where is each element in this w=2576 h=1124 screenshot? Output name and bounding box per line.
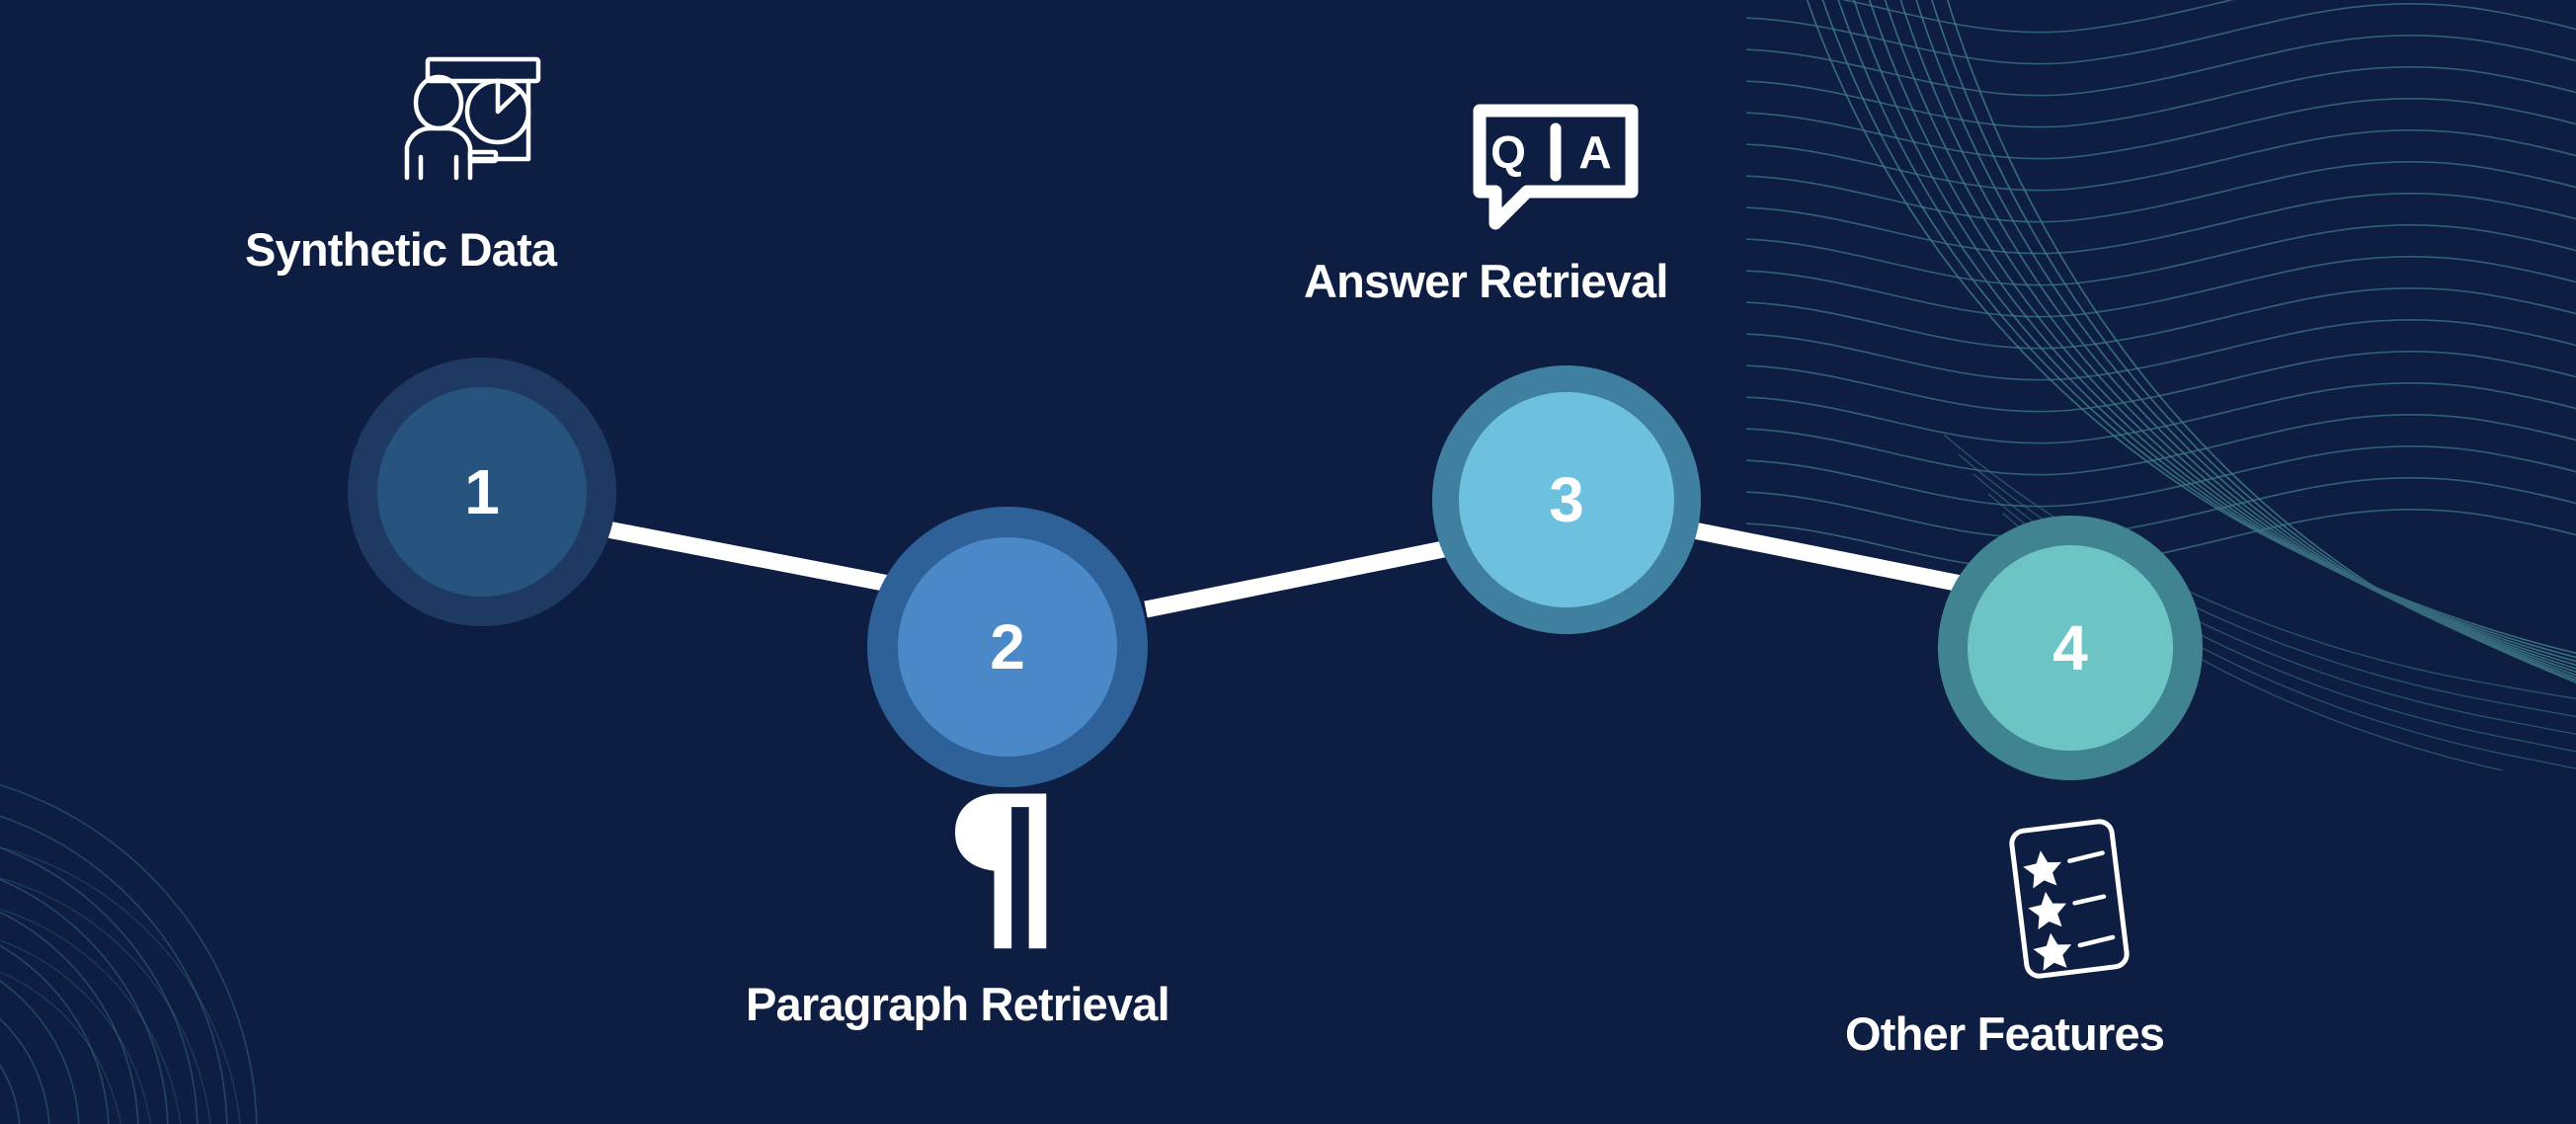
presentation-board-icon [399, 54, 557, 183]
qa-letter-a: A [1578, 126, 1611, 178]
qa-speech-bubble-icon: Q A [1466, 97, 1646, 235]
pilcrow-icon: ¶ [943, 757, 1063, 975]
star-checklist-icon [1997, 810, 2141, 988]
step-node-3[interactable]: 3 [1432, 365, 1701, 634]
step-circle-inner-4: 4 [1968, 545, 2173, 751]
step-circle-inner-3: 3 [1459, 392, 1674, 607]
arc-pattern-bottom-left-decoration [0, 709, 385, 1124]
step-number-4: 4 [2053, 612, 2088, 683]
qa-letter-q: Q [1490, 126, 1526, 178]
step-label-3: Answer Retrieval [1304, 255, 1668, 307]
step-number-2: 2 [990, 611, 1025, 682]
step-node-4[interactable]: 4 [1938, 516, 2203, 780]
step-label-1: Synthetic Data [245, 223, 557, 276]
step-label-2: Paragraph Retrieval [746, 978, 1170, 1030]
step-node-1[interactable]: 1 [348, 358, 616, 626]
step-number-1: 1 [464, 456, 500, 527]
step-number-3: 3 [1549, 464, 1584, 535]
step-label-4: Other Features [1845, 1007, 2165, 1060]
step-circle-inner-1: 1 [377, 387, 587, 597]
step-circle-inner-2: 2 [898, 537, 1117, 757]
step-node-2[interactable]: 2 [867, 507, 1148, 787]
